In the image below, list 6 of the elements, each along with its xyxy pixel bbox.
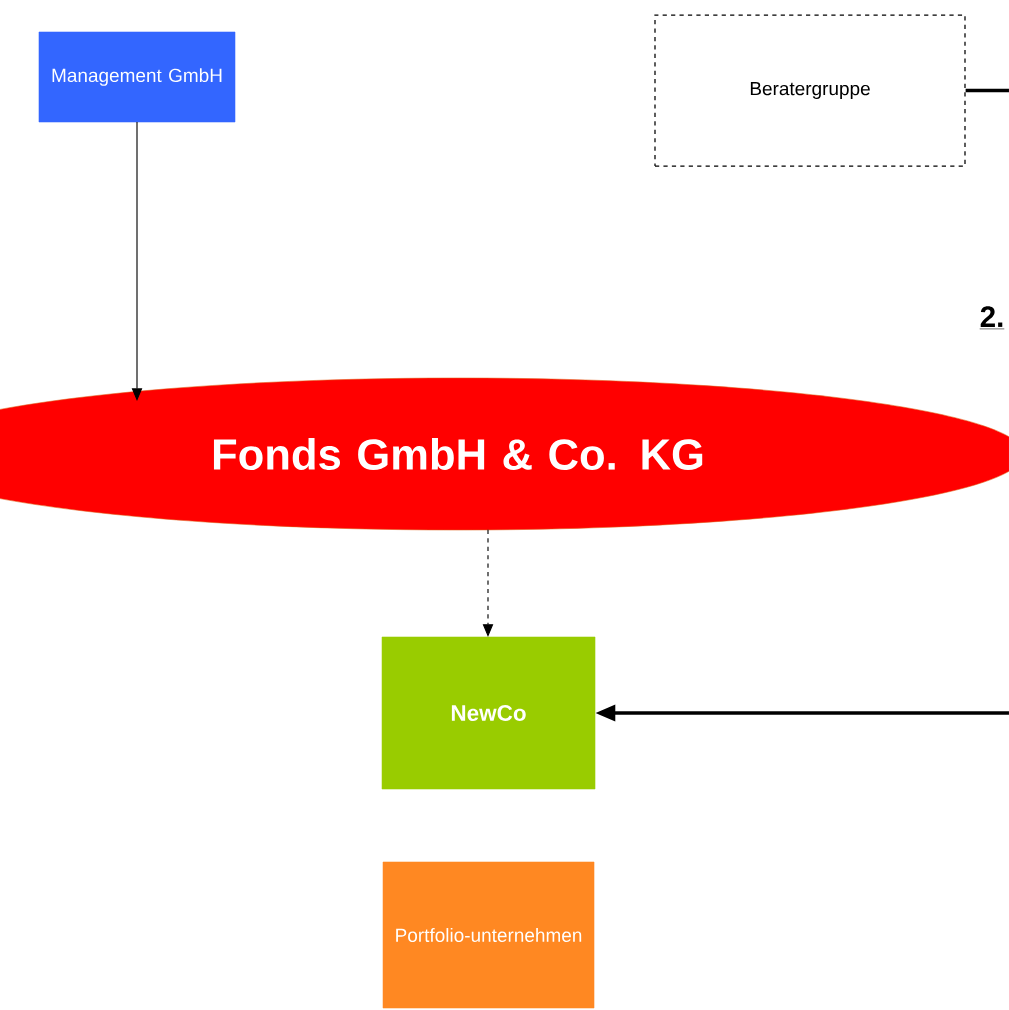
arrow — [482, 529, 494, 637]
newco-box: NewCo — [381, 636, 596, 790]
portfolio-box: Portfolio-unternehmen — [382, 861, 595, 1009]
management-box: Management GmbH — [38, 31, 236, 123]
dashed-box: Beratergruppe — [654, 14, 966, 167]
step-number: 2. — [979, 306, 1005, 330]
